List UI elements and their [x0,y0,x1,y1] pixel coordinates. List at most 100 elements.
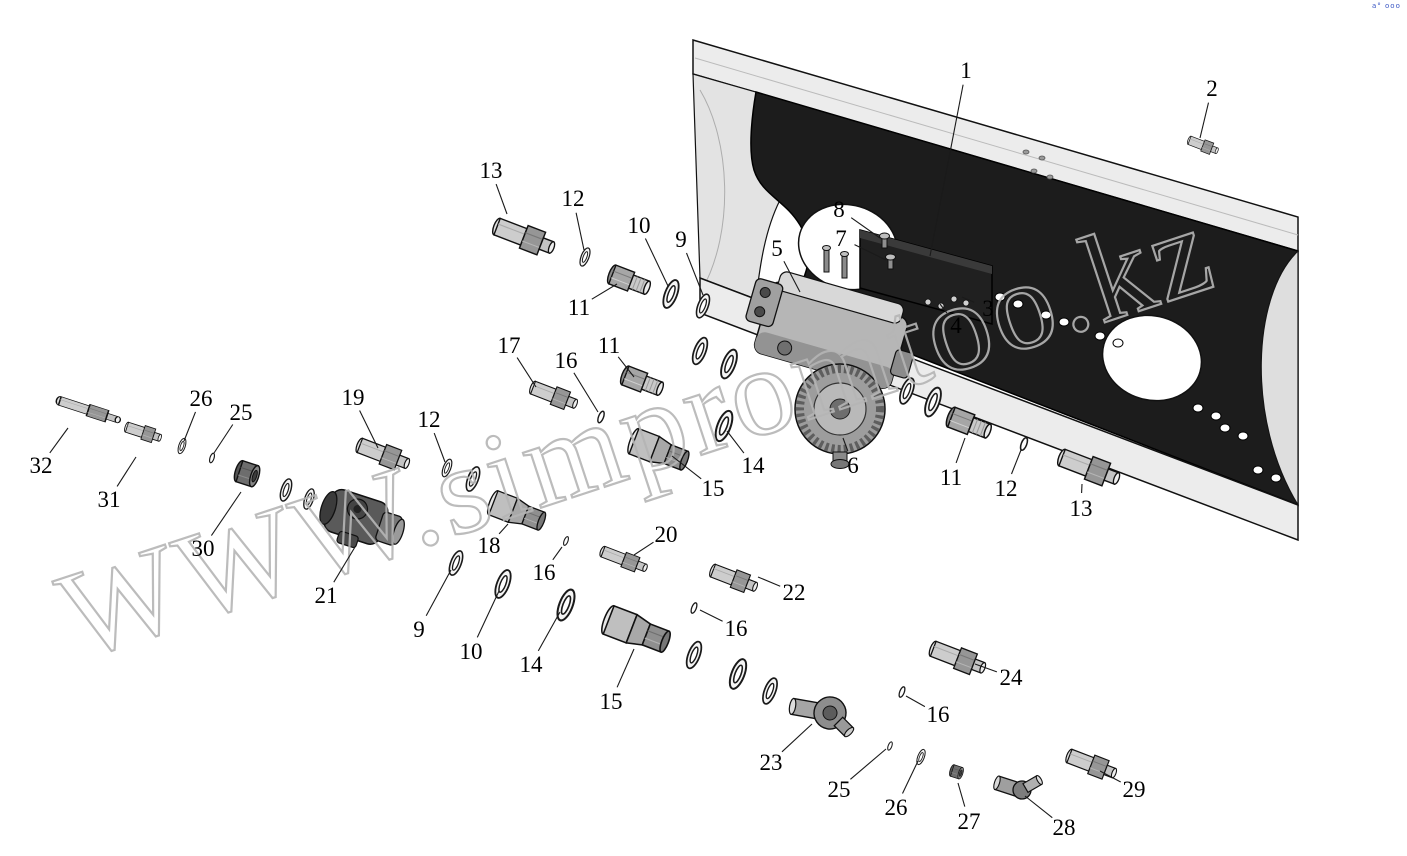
callout-10: 10 [460,639,483,664]
callout-3: 3 [982,296,994,321]
callout-29: 29 [1123,777,1146,802]
callout-13: 13 [480,158,503,183]
callout-25: 25 [230,400,253,425]
part-26-washer [175,436,189,456]
leader-line-23 [781,723,813,753]
callout-8: 8 [833,197,845,222]
callout-16: 16 [725,616,748,641]
leader-line-26 [183,411,197,442]
callout-17: 17 [498,333,521,358]
leader-line-13 [495,183,508,215]
part-16-ring [897,685,907,699]
leader-line-17 [516,357,537,388]
part-21-valve [319,488,405,549]
part-22-fitting [706,560,761,597]
leader-line-18 [498,523,509,535]
leader-line-14 [726,430,745,454]
leader-line-16 [699,609,723,622]
callout-4: 4 [950,313,962,338]
leader-line-25 [213,424,234,454]
washer [759,675,781,707]
callout-25: 25 [828,777,851,802]
leader-line-28 [1024,795,1053,819]
part-24-fitting [925,636,990,680]
leader-line-9 [425,569,452,617]
callout-22: 22 [783,580,806,605]
callout-1: 1 [960,58,972,83]
leader-line-16 [573,372,599,413]
leader-line-26 [902,760,919,794]
callout-27: 27 [958,809,981,834]
callout-12: 12 [995,476,1018,501]
leader-line-29 [1099,770,1121,783]
part-10-washer [659,277,683,311]
flange-holes [1022,149,1054,180]
leader-line-2 [1199,102,1210,139]
part-16-ring [562,535,570,547]
washer [682,638,706,672]
part-8-bolt [879,232,890,249]
leader-line-14 [537,611,561,652]
leader-line-32 [49,427,69,454]
callout-11: 11 [940,465,962,490]
callout-11: 11 [568,295,590,320]
part-15-fitting [598,603,675,658]
leader-line-10 [476,590,500,638]
leader-line-31 [116,456,137,487]
leader-line-16 [905,695,926,708]
part-32-fitting [53,393,123,428]
leader-line-6 [842,437,849,452]
leader-line-7 [854,244,887,261]
rail-right-end-face [1260,249,1299,508]
leader-line-8 [850,217,881,239]
leader-line-20 [633,541,654,556]
leader-line-15 [671,455,702,480]
part-23-elbow [785,689,861,740]
leader-line-11 [955,437,966,464]
part-2-bolt [1185,133,1221,158]
callout-20: 20 [655,522,678,547]
leader-line-19 [359,410,379,449]
part-13-fitting [488,213,559,261]
callout-23: 23 [760,750,783,775]
part-31-fitting [122,419,164,446]
callout-12: 12 [418,407,441,432]
callout-12: 12 [562,186,585,211]
callout-11: 11 [598,333,620,358]
leader-line-27 [957,782,966,807]
callout-31: 31 [98,487,121,512]
callout-19: 19 [342,385,365,410]
leader-line-3 [961,296,975,303]
part-29-fitting [1062,745,1120,784]
callout-15: 15 [702,476,725,501]
valve-studs [822,245,849,279]
leader-line-21 [333,546,356,583]
callout-7: 7 [835,226,847,251]
corner-artifact: a° ooo [1372,2,1401,10]
callout-32: 32 [30,453,53,478]
leader-line-4 [939,303,948,314]
valve-assembly [745,229,993,469]
callout-21: 21 [315,583,338,608]
leader-line-16 [552,546,563,561]
callout-30: 30 [192,536,215,561]
callout-26: 26 [190,386,213,411]
part-6-diaphragm [794,363,886,469]
part-12-washer [577,246,593,268]
callout-5: 5 [771,236,783,261]
leader-line-10 [644,238,669,287]
callout-26: 26 [885,795,908,820]
leader-line-11 [617,356,635,378]
callout-14: 14 [520,652,544,677]
part-25-ring [886,740,894,752]
callout-2: 2 [1206,76,1218,101]
leader-line-12 [1010,449,1022,475]
part-1-bracket [859,229,993,325]
callout-15: 15 [600,689,623,714]
callout-16: 16 [555,348,578,373]
callout-24: 24 [1000,665,1024,690]
callout-10: 10 [628,213,651,238]
callout-9: 9 [675,227,687,252]
